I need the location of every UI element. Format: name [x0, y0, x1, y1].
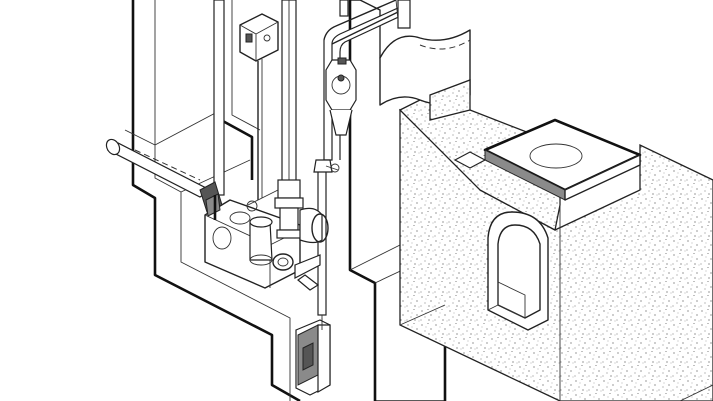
- sewer-channel: [487, 211, 549, 331]
- shaft-top-cut: [379, 29, 471, 121]
- inlet-pipe: [105, 138, 212, 198]
- drainage-pump: [295, 318, 331, 396]
- vent-pipe: [213, 0, 349, 201]
- wastewater-lifting-unit: [199, 181, 301, 289]
- ground-line: [679, 384, 713, 401]
- manhole-cover: [453, 118, 642, 201]
- discharge-pipe: [323, 0, 411, 161]
- check-valve: [325, 57, 357, 136]
- pump-riser-pipe: [313, 159, 340, 330]
- gate-valve: [246, 179, 329, 244]
- control-box: [239, 13, 279, 200]
- outlet-pipe: [294, 254, 321, 291]
